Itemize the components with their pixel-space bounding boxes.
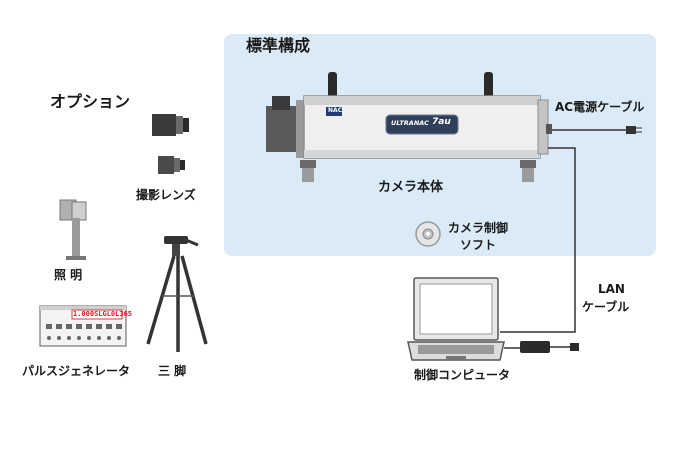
lighting-image — [59, 199, 87, 260]
camera-body-label: カメラ本体 — [378, 180, 444, 195]
standard-config-title: 標準構成 — [246, 36, 311, 55]
control-pc-label: 制御コンピュータ — [414, 368, 511, 382]
lighting-label: 照 明 — [54, 268, 83, 282]
tripod-label: 三 脚 — [158, 364, 187, 378]
software-label-line2: ソフト — [460, 238, 497, 252]
control-pc-laptop — [407, 277, 579, 361]
lens-image — [152, 114, 189, 174]
pulse-generator-label: パルスジェネレータ — [22, 364, 131, 378]
lens-label: 撮影レンズ — [136, 188, 196, 202]
options-title: オプション — [50, 92, 131, 111]
software-cd-icon — [415, 221, 441, 247]
pulse-generator-display: 1.000SLGL0L365 — [73, 310, 133, 318]
software-label-line1: カメラ制御 — [448, 221, 509, 235]
camera-model-suffix: 7au — [432, 117, 451, 127]
pulse-generator-image — [39, 305, 127, 347]
ac-cable-label: AC電源ケーブル — [555, 100, 645, 114]
nac-badge: NAC — [328, 107, 343, 114]
camera-model-logo: ULTRANAC — [391, 119, 429, 127]
tripod-image — [146, 236, 208, 352]
camera-body-image — [266, 72, 552, 182]
lan-cable-label-line1: LAN — [598, 282, 625, 296]
lan-cable-label-line2: ケーブル — [582, 300, 630, 314]
